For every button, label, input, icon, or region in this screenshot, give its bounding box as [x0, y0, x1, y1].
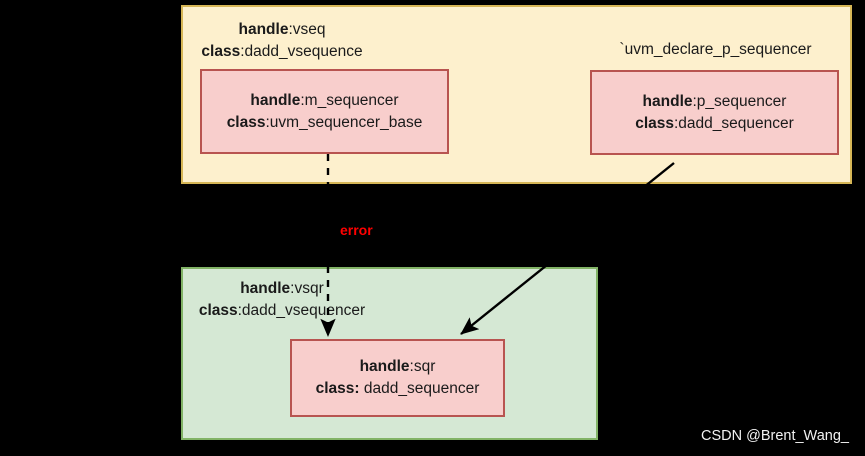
sqr-handle-line: handle:sqr — [360, 356, 436, 378]
sqr-class-value: dadd_sequencer — [359, 380, 480, 397]
m-sequencer-handle-line: handle:m_sequencer — [250, 90, 398, 112]
sqr-class-line: class: dadd_sequencer — [316, 378, 480, 400]
sqr-handle-value: :sqr — [409, 358, 436, 375]
vsequence-class-key: class — [201, 43, 241, 60]
m-sequencer-handle-key: handle — [250, 91, 301, 109]
left-edge-notch — [174, 96, 181, 104]
p-sequencer-class-line: class:dadd_sequencer — [635, 113, 794, 135]
m-sequencer-box[interactable]: handle:m_sequencer class:uvm_sequencer_b… — [200, 69, 449, 154]
vsequencer-container-label: handle:vsqr class:dadd_vsequencer — [186, 278, 378, 322]
vsequencer-handle-key: handle — [240, 280, 291, 297]
p-sequencer-handle-key: handle — [642, 92, 693, 110]
vsequencer-class-line: class:dadd_vsequencer — [186, 300, 378, 322]
vsequence-class-line: class:dadd_vsequence — [186, 41, 378, 63]
sqr-class-key: class: — [315, 380, 360, 397]
m-sequencer-class-key: class — [226, 113, 266, 131]
vsequence-container-label: handle:vseq class:dadd_vsequence — [186, 19, 378, 63]
vsequence-class-value: :dadd_vsequence — [240, 43, 363, 60]
p-sequencer-handle-line: handle:p_sequencer — [643, 91, 787, 113]
p-sequencer-class-value: :dadd_sequencer — [674, 114, 794, 132]
error-label: error — [340, 222, 373, 238]
p-sequencer-box[interactable]: handle:p_sequencer class:dadd_sequencer — [590, 70, 839, 155]
sqr-box[interactable]: handle:sqr class: dadd_sequencer — [290, 339, 505, 417]
vsequencer-class-value: :dadd_vsequencer — [237, 302, 366, 319]
vsequencer-class-key: class — [198, 302, 238, 319]
vsequence-handle-key: handle — [238, 21, 289, 38]
p-sequencer-handle-value: :p_sequencer — [692, 92, 787, 110]
vsequence-handle-value: :vseq — [288, 21, 326, 38]
p-sequencer-class-key: class — [635, 114, 674, 132]
vsequence-handle-line: handle:vseq — [186, 19, 378, 41]
watermark: CSDN @Brent_Wang_ — [701, 428, 849, 444]
vsequencer-handle-value: :vsqr — [290, 280, 324, 297]
m-sequencer-class-line: class:uvm_sequencer_base — [227, 112, 423, 134]
sqr-handle-key: handle — [359, 358, 410, 375]
uvm-declare-p-sequencer-label: `uvm_declare_p_sequencer — [619, 41, 812, 58]
m-sequencer-class-value: :uvm_sequencer_base — [265, 113, 423, 131]
vsequencer-handle-line: handle:vsqr — [186, 278, 378, 300]
m-sequencer-handle-value: :m_sequencer — [300, 91, 399, 109]
